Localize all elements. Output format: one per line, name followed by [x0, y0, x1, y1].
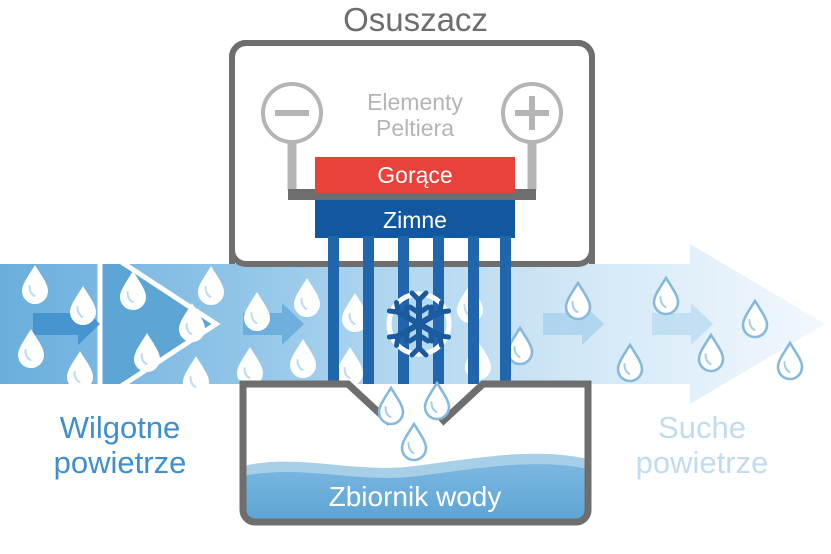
- peltier-mount-bar: [288, 189, 536, 200]
- hot-side-label: Gorące: [377, 162, 453, 188]
- peltier-elements-label: Elementy Peltiera: [367, 89, 463, 141]
- terminal-negative: [261, 82, 323, 144]
- snowflake-icon: [386, 290, 452, 358]
- hot-side-band: [315, 157, 515, 193]
- terminal-stems: [287, 140, 537, 190]
- water-tank-label: Zbiornik wody: [328, 481, 502, 512]
- dry-air-label: Suche powietrze: [635, 410, 769, 480]
- cold-side-label: Zimne: [383, 207, 447, 233]
- humid-air-label: Wilgotne powietrze: [53, 410, 187, 480]
- terminal-positive: [501, 82, 563, 144]
- page-title: Osuszacz: [343, 1, 488, 38]
- dehumidifier-housing: [229, 40, 595, 267]
- cold-side-band: [315, 200, 515, 238]
